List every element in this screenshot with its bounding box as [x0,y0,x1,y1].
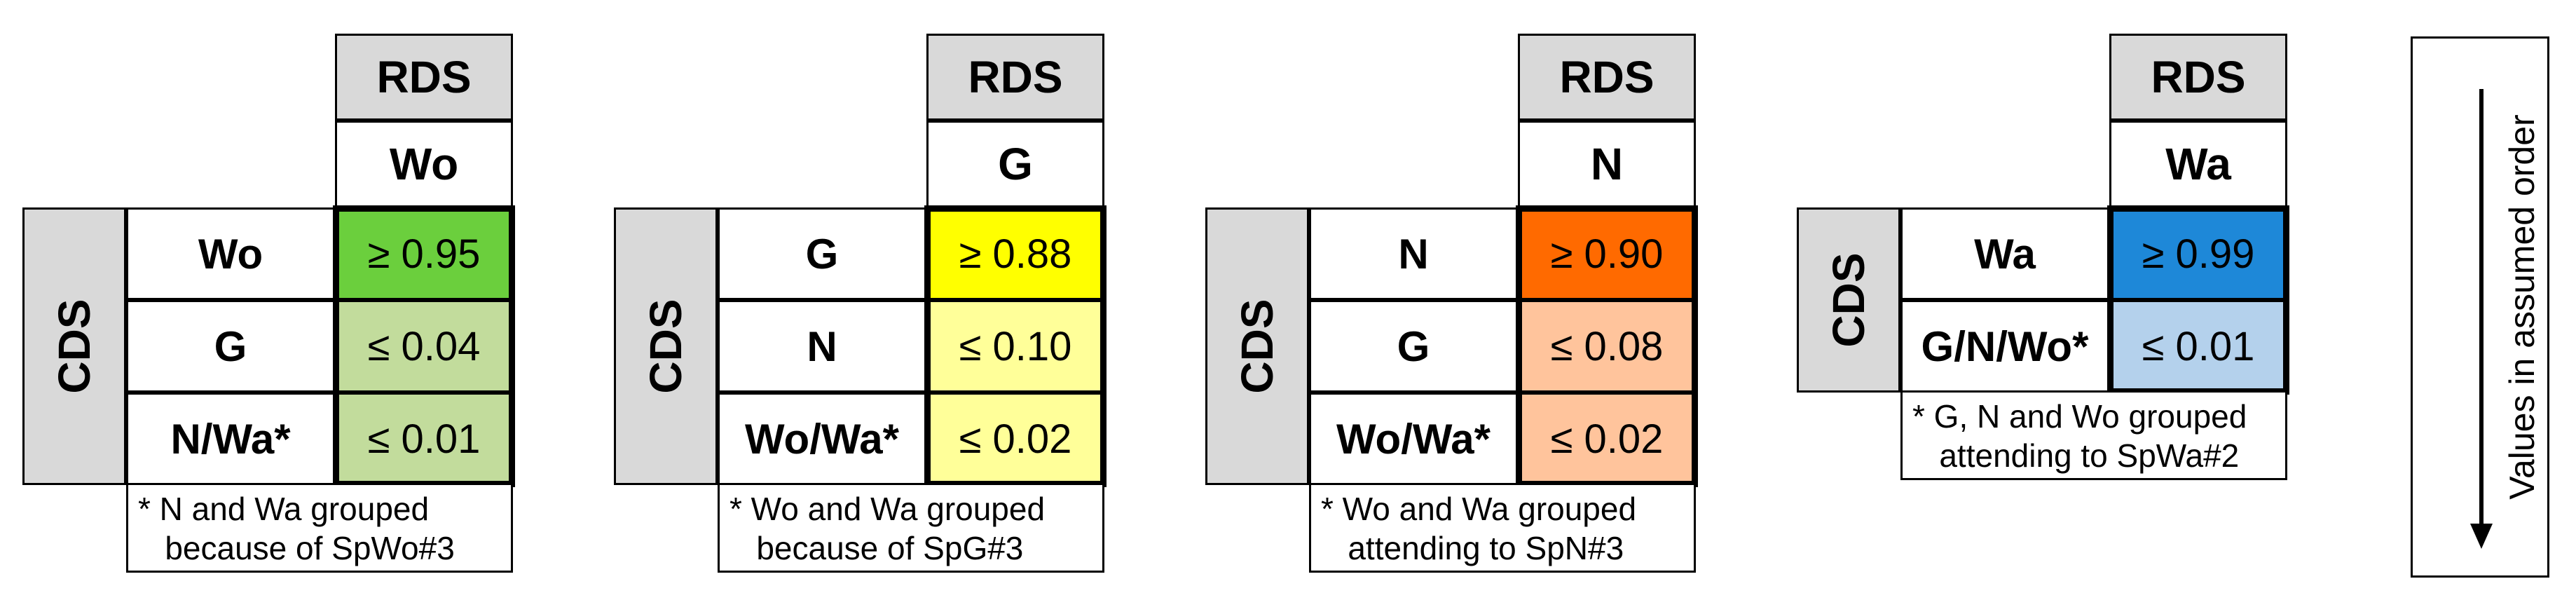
cds-side-label: CDS [22,207,126,485]
grouping-note: * N and Wa grouped because of SpWo#3 [126,483,513,573]
grouping-note: * Wo and Wa grouped because of SpG#3 [718,483,1104,573]
rds-header: RDS [335,34,513,121]
rds-class-label: N [1518,121,1696,207]
cds-row-label: G [718,207,926,300]
order-legend: Values in assumed order [2411,36,2549,578]
cds-label-text: CDS [640,299,691,394]
cds-row-label: Wo/Wa* [718,393,926,485]
cds-row-label: G [126,300,335,393]
rds-header: RDS [2109,34,2287,121]
value-column-outline [2107,205,2289,395]
rds-header: RDS [1518,34,1696,121]
arrow-down-icon [2470,89,2493,549]
probability-cell: ≤ 0.01 [335,393,513,485]
cds-row-label: N/Wa* [126,393,335,485]
rds-header: RDS [926,34,1104,121]
cds-label-text: CDS [1232,299,1282,394]
value-column-outline [1516,205,1698,487]
rds-class-label: Wo [335,121,513,207]
cds-side-label: CDS [1205,207,1309,485]
grouping-note: * Wo and Wa grouped attending to SpN#3 [1309,483,1696,573]
cds-row-label: N [1309,207,1518,300]
cds-row-label: Wo/Wa* [1309,393,1518,485]
probability-cell: ≤ 0.10 [926,300,1104,393]
cds-row-label: Wo [126,207,335,300]
rds-class-label: G [926,121,1104,207]
probability-cell: ≤ 0.04 [335,300,513,393]
cds-row-label: N [718,300,926,393]
probability-cell: ≤ 0.02 [926,393,1104,485]
cds-label-text: CDS [49,299,100,394]
value-column-outline [333,205,515,487]
cds-side-label: CDS [1797,207,1900,393]
cds-row-label: Wa [1900,207,2109,300]
cds-row-label: G/N/Wo* [1900,300,2109,393]
probability-cell: ≥ 0.88 [926,207,1104,300]
rds-class-label: Wa [2109,121,2287,207]
value-column-outline [924,205,1107,487]
legend-text: Values in assumed order [2502,114,2542,500]
cds-label-text: CDS [1823,252,1874,348]
grouping-note: * G, N and Wo grouped attending to SpWa#… [1900,390,2287,480]
cds-row-label: G [1309,300,1518,393]
cds-side-label: CDS [614,207,718,485]
